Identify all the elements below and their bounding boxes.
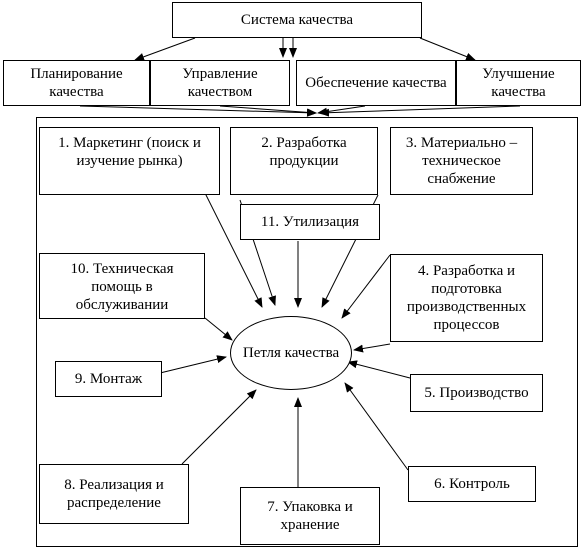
stage-11-box: 11. Утилизация [240,204,380,240]
component-improvement-label: Улучшение качества [482,66,555,100]
stage-1-label: 1. Маркетинг (поиск и изучение рынка) [58,135,201,169]
stage-9-label: 9. Монтаж [74,371,143,387]
quality-loop-frame [36,117,578,547]
quality-system-box: Система качества [172,2,422,38]
stage-5-label: 5. Производство [424,385,529,401]
component-improvement-box: Улучшение качества [456,60,581,106]
stage-6-label: 6. Контроль [434,476,510,492]
stage-1-box: 1. Маркетинг (поиск и изучение рынка) [39,127,220,195]
stage-4-label: 4. Разработка и подготовка производствен… [406,263,527,333]
stage-3-label: 3. Материально – техническое снабжение [405,135,518,187]
stage-2-label: 2. Разработка продукции [261,135,347,169]
stage-9-box: 9. Монтаж [55,361,162,397]
stage-2-box: 2. Разработка продукции [230,127,378,195]
stage-11-label: 11. Утилизация [260,214,360,230]
component-assurance-label: Обеспечение качества [305,75,447,91]
stage-5-box: 5. Производство [410,374,543,412]
stage-4-box: 4. Разработка и подготовка производствен… [390,254,543,342]
stage-7-label: 7. Упаковка и хранение [267,499,353,533]
component-planning-box: Планирование качества [3,60,150,106]
stage-8-label: 8. Реализация и распределение [64,477,164,511]
stage-10-box: 10. Техническая помощь в обслуживании [39,253,205,319]
stage-6-box: 6. Контроль [408,466,536,502]
stage-10-label: 10. Техническая помощь в обслуживании [70,261,174,313]
stage-3-box: 3. Материально – техническое снабжение [390,127,533,195]
quality-loop-center-label: Петля качества [242,345,340,361]
component-assurance-box: Обеспечение качества [296,60,456,106]
component-planning-label: Планирование качества [30,66,123,100]
component-management-label: Управление качеством [182,66,258,100]
quality-system-title: Система качества [240,12,354,28]
quality-loop-center: Петля качества [230,316,352,390]
stage-7-box: 7. Упаковка и хранение [240,487,380,545]
stage-8-box: 8. Реализация и распределение [39,464,189,524]
component-management-box: Управление качеством [150,60,290,106]
